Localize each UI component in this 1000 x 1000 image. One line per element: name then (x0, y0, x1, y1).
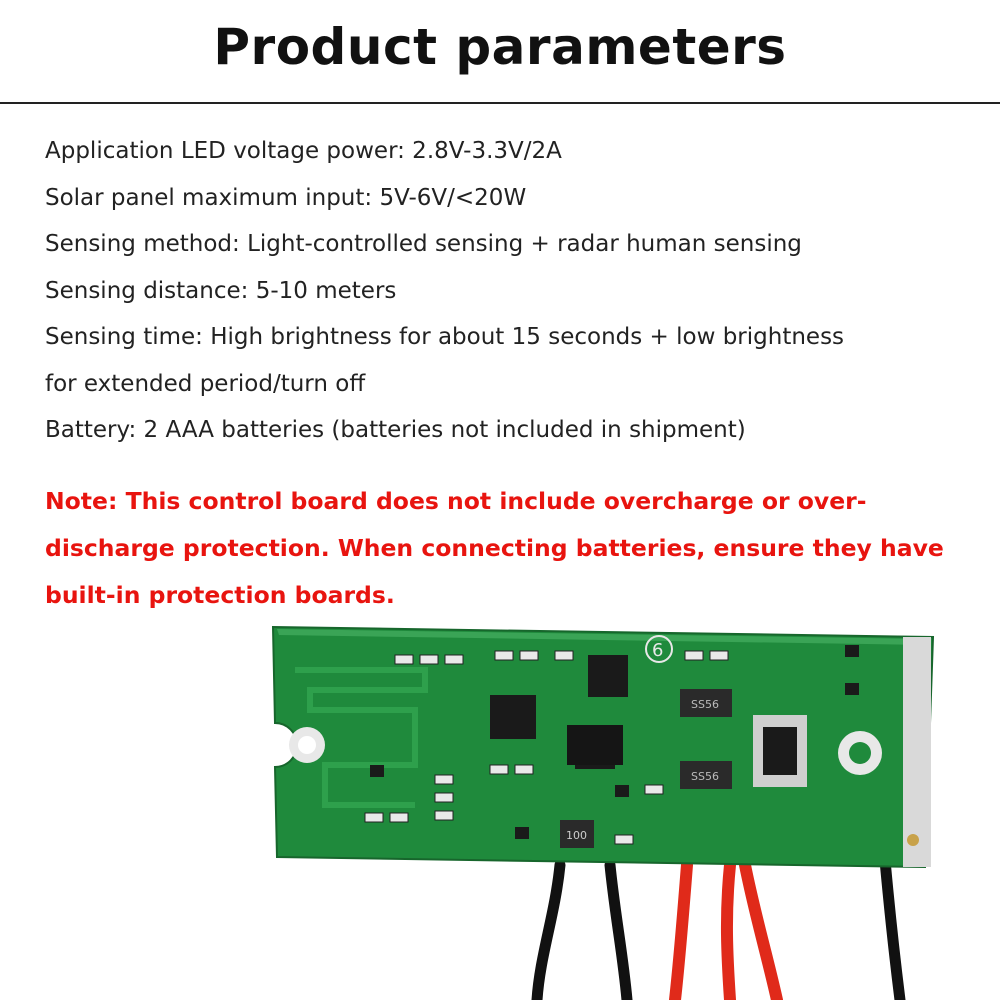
diode-1-marking: SS56 (691, 698, 719, 711)
smd-part (389, 812, 409, 823)
smd-part (434, 774, 454, 785)
spec-sensing-time: Sensing time: High brightness for about … (45, 324, 845, 350)
spec-sensing-distance: Sensing distance: 5-10 meters (45, 277, 397, 304)
smd-part (434, 792, 454, 803)
note-line-3: built-in protection boards. (45, 581, 395, 609)
ic-chip-2 (588, 655, 628, 697)
wire-black-1 (531, 859, 566, 1000)
smd-part (494, 650, 514, 661)
smd-components (364, 650, 729, 845)
smd-part (394, 654, 414, 665)
transistor (615, 785, 629, 797)
spec-battery: Battery: 2 AAA batteries (batteries not … (45, 417, 746, 443)
note-line-2: discharge protection. When connecting ba… (45, 534, 944, 562)
sensor-connector (567, 725, 623, 765)
transistor (845, 683, 859, 695)
smd-part (709, 650, 729, 661)
control-board-photo: SS56 SS56 100 6 (271, 625, 935, 1000)
diode-2 (680, 761, 732, 789)
diode-1 (680, 689, 732, 717)
smd-part (519, 650, 539, 661)
switch-cap (763, 727, 797, 775)
page-title: Product parameters (213, 18, 787, 76)
silkscreen-number: 6 (652, 640, 663, 661)
smd-part (419, 654, 439, 665)
spec-sensing-time-continued: for extended period/turn off (45, 370, 366, 397)
mount-hole-left (298, 736, 316, 754)
inductor-marking: 100 (566, 829, 587, 842)
title-divider (0, 102, 1000, 104)
wire-black-2 (604, 859, 633, 1000)
spec-led-voltage: Application LED voltage power: 2.8V-3.3V… (45, 138, 562, 164)
wire-red-2 (720, 859, 736, 1000)
smd-part (434, 810, 454, 821)
mount-hole-right (849, 742, 871, 764)
smd-part (364, 812, 384, 823)
transistor (845, 645, 859, 657)
ic-chip-1 (490, 695, 536, 739)
smd-part (644, 784, 664, 795)
transistor (515, 827, 529, 839)
spec-list: Application LED voltage power: 2.8V-3.3V… (45, 128, 965, 454)
smd-part (444, 654, 464, 665)
smd-part (489, 764, 509, 775)
pcb-right-pad (903, 637, 931, 867)
inductor (560, 820, 594, 848)
pcb-right-via (907, 834, 919, 846)
spec-sensing-method: Sensing method: Light-controlled sensing… (45, 231, 802, 257)
warning-note: Note: This control board does not includ… (45, 478, 965, 619)
transistor (370, 765, 384, 777)
smd-part (614, 834, 634, 845)
transistors (370, 645, 859, 839)
spec-solar-input: Solar panel maximum input: 5V-6V/<20W (45, 184, 527, 211)
wire-black-3 (879, 854, 906, 1000)
diodes: SS56 SS56 (680, 689, 732, 789)
diode-2-marking: SS56 (691, 770, 719, 783)
smd-part (514, 764, 534, 775)
silkscreen-number-ring (645, 635, 673, 663)
note-line-1: Note: This control board does not includ… (45, 487, 867, 515)
wire-red-1 (669, 859, 693, 1000)
pcb-bevel (277, 629, 931, 645)
wires (531, 854, 906, 1000)
radar-antenna-trace (295, 667, 428, 808)
smd-part (684, 650, 704, 661)
smd-part (554, 650, 574, 661)
tactile-switch (753, 715, 807, 787)
wire-red-3 (739, 859, 783, 1000)
